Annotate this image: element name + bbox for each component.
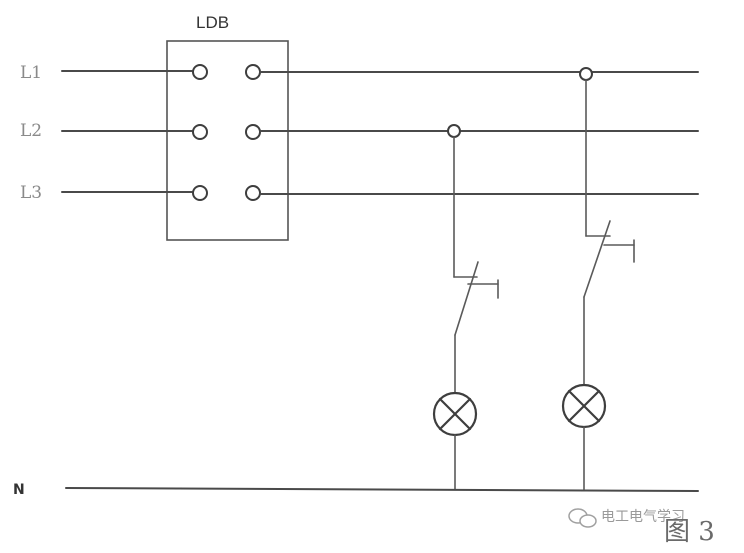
terminal-l2-out: [245, 124, 261, 140]
terminal-l2-in: [192, 124, 208, 140]
lamp-1-icon: [432, 391, 478, 437]
terminal-l1-in: [192, 64, 208, 80]
terminal-l3-out: [245, 185, 261, 201]
junction-l2: [447, 124, 461, 138]
wechat-icon: [568, 508, 597, 528]
watermark-text: 电工电气学习: [601, 509, 685, 525]
terminal-l3-in: [192, 185, 208, 201]
watermark: 电工电气学习: [568, 508, 685, 528]
lamp-2-icon: [561, 383, 607, 429]
switch-2-icon: [583, 220, 635, 298]
line-label-l2: L2: [20, 121, 42, 141]
neutral-label: N: [13, 482, 25, 498]
line-label-l3: L3: [20, 183, 42, 203]
figure-label: 图 3: [664, 517, 715, 547]
branch-circuit-1: [432, 136, 499, 490]
line-label-l1: L1: [20, 63, 42, 83]
ldb-box-label: LDB: [196, 13, 229, 32]
neutral-line: [65, 487, 699, 492]
switch-1-icon: [454, 261, 499, 336]
ldb-box: [166, 40, 289, 241]
branch-circuit-2: [561, 79, 635, 490]
junction-l1: [579, 67, 593, 81]
terminal-l1-out: [245, 64, 261, 80]
